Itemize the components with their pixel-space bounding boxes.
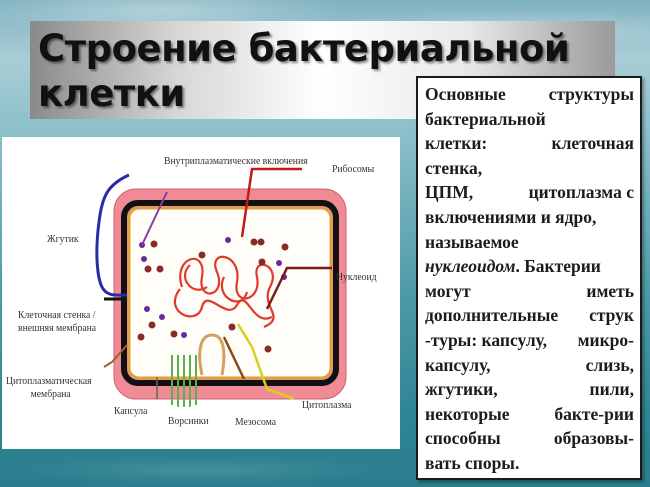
cell-wall-shape: [121, 200, 339, 386]
text-line: вать споры.: [425, 452, 520, 473]
text-line: клетки:клеточная: [425, 133, 634, 154]
text-line: капсулу,слизь,: [425, 354, 634, 375]
text-line: нуклеоидом. Бактерии: [425, 254, 634, 279]
title-line-2: клетки: [38, 72, 185, 115]
ribosomes: [137, 238, 289, 353]
flagellum-shape: [95, 173, 130, 297]
text-line: стенка,: [425, 157, 483, 178]
label-ribosomes: Рибосомы: [332, 163, 375, 175]
label-nucleoid: Нуклеоид: [336, 271, 377, 283]
text-line: бактериальной: [425, 108, 546, 129]
label-cytoplasmic-membrane: Цитоплазматическая мембрана: [6, 375, 92, 400]
title-line-1: Строение бактериальной: [38, 27, 570, 70]
cytoplasm-shape: [127, 206, 333, 380]
cytoplasm-pointer: [236, 323, 295, 401]
villi-shape: [171, 355, 197, 407]
nucleoid-term: нуклеоидом: [425, 256, 516, 277]
bacterial-cell-diagram: Внутриплазматические включения Рибосомы …: [2, 137, 400, 449]
text-line: -туры: капсулу,микро-: [425, 329, 634, 350]
label-inclusions: Внутриплазматические включения: [164, 155, 308, 167]
slide-title: Строение бактериальной клетки: [38, 26, 570, 116]
text-line: ЦПМ,цитоплазма с: [425, 182, 634, 203]
ribosomes-pointer: [240, 167, 302, 238]
mesosome-shape: [198, 333, 226, 376]
inclusions-pointer: [141, 191, 168, 246]
cell-illustration: [95, 167, 347, 407]
text-line: включениями и ядро,: [425, 206, 597, 227]
label-cell-wall: Клеточная стенка / внешняя мембрана: [18, 309, 97, 334]
label-flagellum: Жгутик: [47, 233, 79, 245]
label-cytoplasm: Цитоплазма: [302, 399, 352, 411]
nucleoid-shape: [173, 255, 275, 329]
label-mesosome: Мезосома: [235, 416, 277, 428]
membrane-pointer: [103, 344, 128, 368]
label-villi: Ворсинки: [168, 415, 209, 427]
label-capsule: Капсула: [114, 405, 148, 417]
mesosome-pointer: [222, 336, 246, 380]
text-line: жгутики,пили,: [425, 379, 634, 400]
text-line: называемое: [425, 231, 519, 252]
nucleoid-pointer: [265, 266, 332, 310]
